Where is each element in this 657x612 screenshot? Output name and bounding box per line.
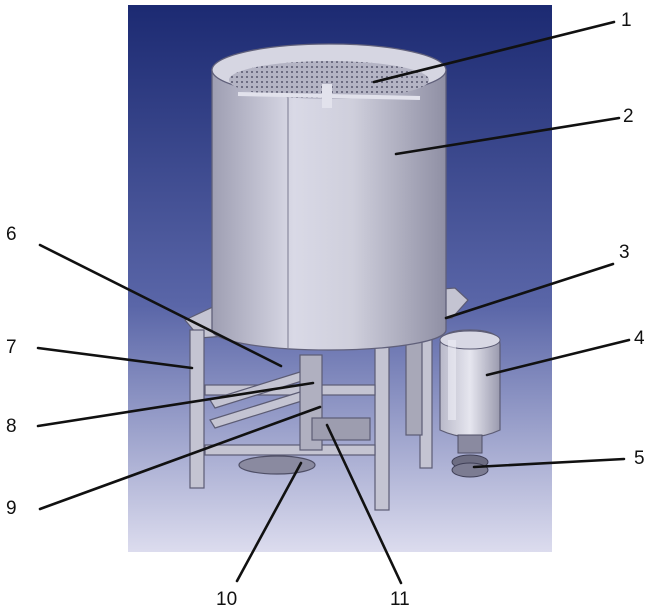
- leader-line-2: [394, 116, 621, 156]
- leader-line-7: [36, 346, 194, 370]
- label-8: 8: [6, 416, 17, 437]
- label-7: 7: [6, 337, 17, 358]
- bottom-pulley: [238, 455, 316, 475]
- leader-line-6: [38, 243, 283, 368]
- leader-line-9: [38, 405, 322, 511]
- label-10: 10: [216, 589, 237, 610]
- label-4: 4: [634, 328, 645, 349]
- motor: [439, 329, 501, 454]
- label-9: 9: [6, 498, 17, 519]
- drum: [211, 43, 447, 351]
- label-3: 3: [619, 242, 630, 263]
- leader-line-1: [372, 20, 616, 84]
- leader-line-8: [36, 381, 315, 428]
- label-1: 1: [621, 10, 632, 31]
- leader-line-5: [472, 457, 626, 469]
- label-6: 6: [6, 224, 17, 245]
- label-5: 5: [634, 448, 645, 469]
- leader-line-11: [325, 423, 403, 585]
- leader-line-10: [235, 461, 303, 583]
- label-2: 2: [623, 106, 634, 127]
- leader-line-3: [444, 262, 615, 320]
- label-11: 11: [390, 589, 410, 610]
- leader-line-4: [485, 338, 631, 377]
